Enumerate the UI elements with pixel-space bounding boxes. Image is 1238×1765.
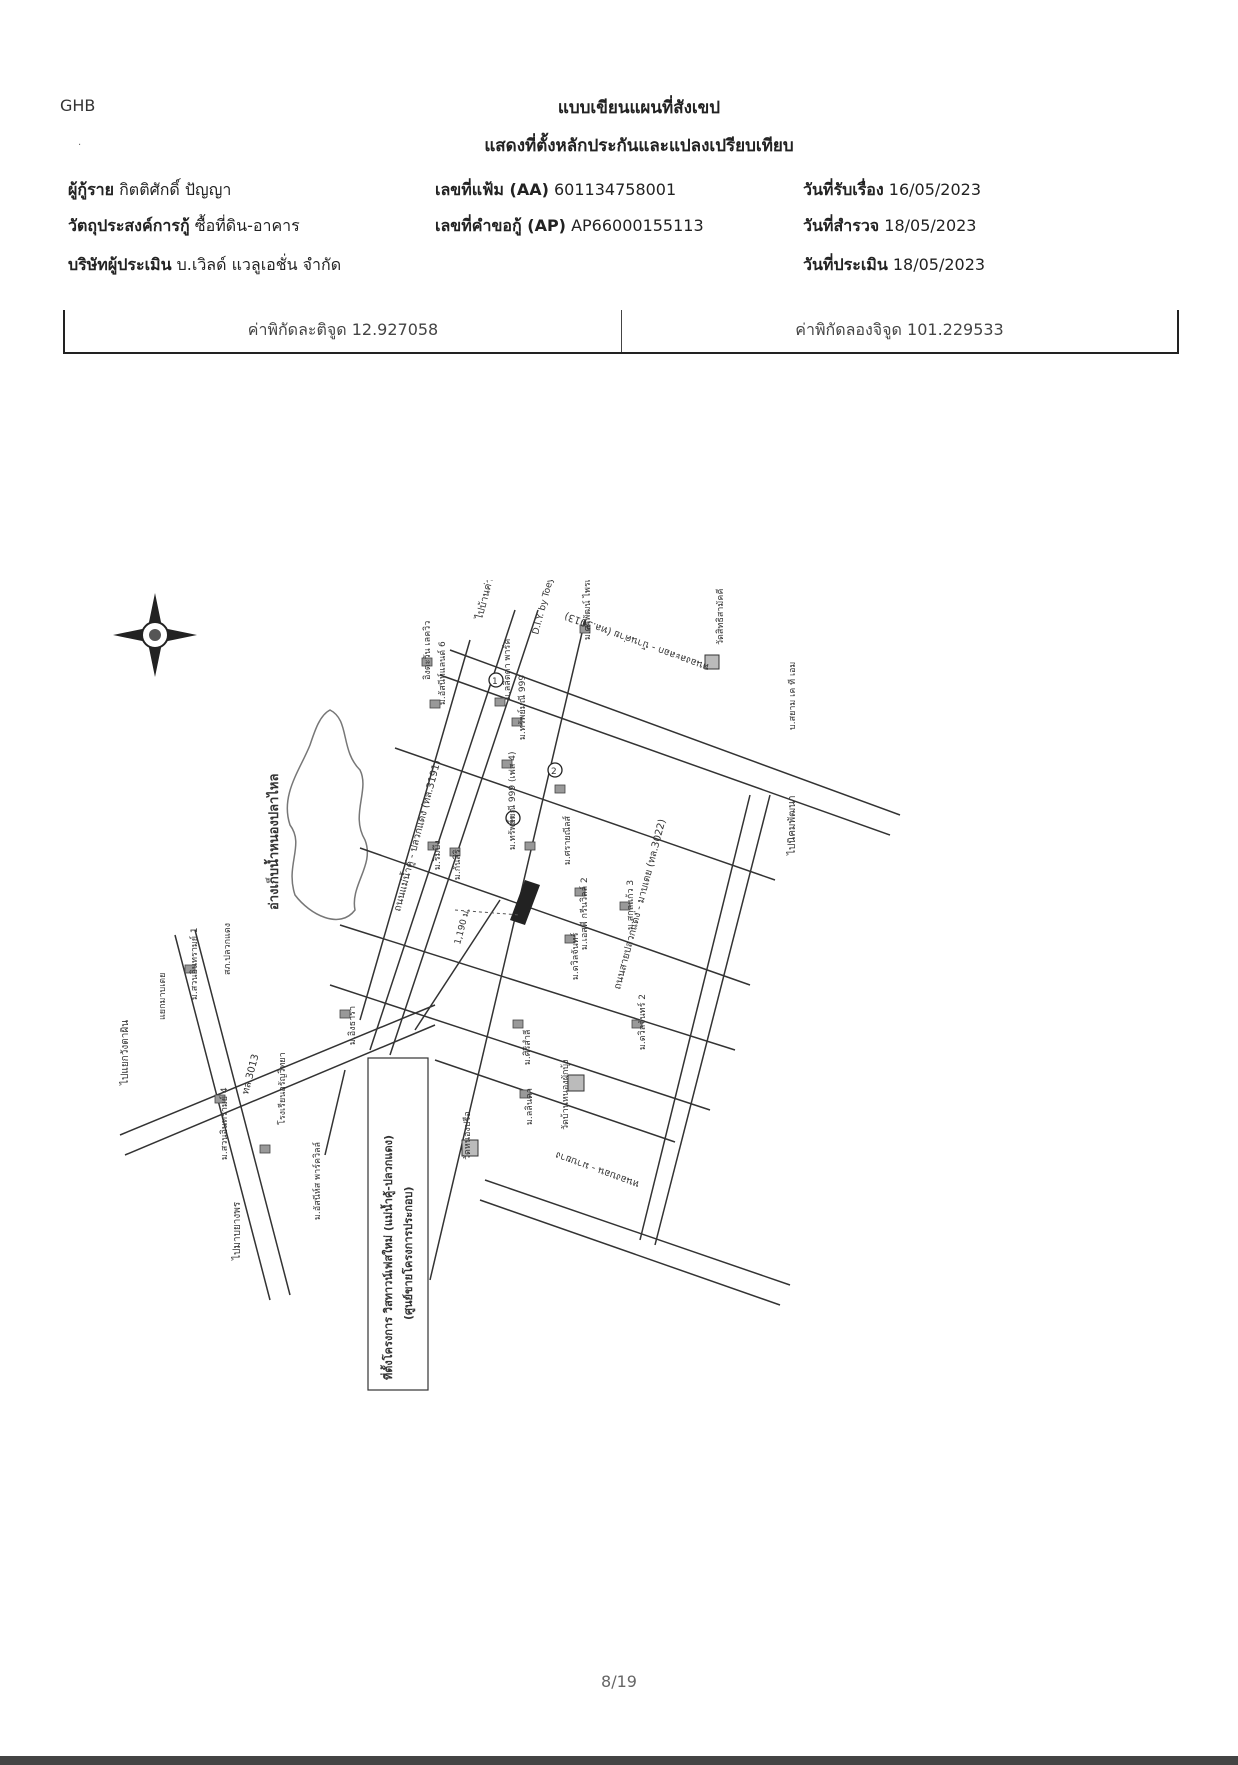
numbered-markers	[488, 672, 563, 826]
map-svg: อ่างเก็บน้ำหนองปลาไหล	[113, 566, 901, 1391]
sketch-map: อ่างเก็บน้ำหนองปลาไหล	[100, 566, 920, 1460]
wat-bottom-label: วัดหนองปรือ	[462, 1111, 473, 1160]
maptao-label: แยกมาบเตย	[158, 973, 168, 1020]
village-label: ม.สกุลแก้ว 3	[625, 880, 636, 930]
reservoir-shape	[286, 709, 369, 921]
coordinate-box: ค่าพิกัดละติจูด 12.927058 ค่าพิกัดลองจิจ…	[63, 310, 1179, 354]
village-label: อิงตะวัน เลควิว	[422, 621, 433, 680]
latitude: ค่าพิกัดละติจูด 12.927058	[247, 320, 439, 339]
village-label: ม.ลลิตตา พาร์ค	[501, 639, 513, 700]
scan-dot: ·	[78, 140, 82, 151]
purpose-value: ซื้อที่ดิน-อาคาร	[194, 216, 300, 235]
appraise-label: วันที่ประเมิน	[803, 255, 888, 274]
wat-top-label: วัดสิทธิสามัคคี	[715, 589, 726, 645]
reservoir-label: อ่างเก็บน้ำหนองปลาไหล	[263, 774, 282, 910]
to-wangchan-label: ไปแยกวังตาผิน	[119, 1020, 131, 1086]
village-label: ม.ดวิลจันทร์	[569, 932, 581, 980]
project-site-marker	[510, 880, 540, 925]
rt3013-label: ทล.3013	[240, 1053, 261, 1096]
page-number: 8/19	[601, 1672, 637, 1691]
village-label: ม.ลลินดา	[524, 1088, 535, 1125]
village-label: ม.อัสนีห์แลนด์ 6	[436, 641, 448, 705]
diy-label: D.I.Y. by Toey2z	[531, 580, 559, 636]
coordinate-divider	[621, 310, 622, 352]
app-row: เลขที่คำขอกู้ (AP) AP66000155113	[435, 214, 704, 239]
bottom-scan-edge	[0, 1756, 1238, 1765]
survey-label: วันที่สำรวจ	[803, 216, 880, 235]
project-caption-box	[367, 1057, 429, 1391]
village-label: ม.ทรัพย์มณี 999 (เฟส 4)	[506, 752, 518, 851]
borrower-label: ผู้กู้ราย	[68, 180, 115, 199]
village-label: ม.ศรีพัฒน์ ไพรเวซี่	[580, 580, 593, 640]
company-value: บ.เวิลด์ แวลูเอชั่น จำกัด	[176, 255, 342, 274]
road-3191-label: ถนนแม่น้ำคู้ - ปลวกแดง (ทล.3191)	[389, 758, 443, 913]
received-row: วันที่รับเรื่อง 16/05/2023	[803, 178, 981, 203]
project-caption-line1: ที่ตั้งโครงการ วิสทาวน์เฟสใหม่ (แม่น้ำคู…	[380, 1135, 396, 1380]
village-label: ม.ดวิลจันทร์ 2	[636, 994, 648, 1050]
hospital-label: สภ.ปลวกแดง	[223, 923, 233, 975]
file-label: เลขที่แฟ้ม (AA)	[435, 180, 549, 199]
village-label: ม.อัสนีห์ส พาร์ควิลล์	[311, 1142, 323, 1220]
page-subtitle: แสดงที่ตั้งหลักประกันและแปลงเปรียบเทียบ	[484, 136, 794, 156]
wat-center-label: วัดบ้านหนองผักบุ้ง	[560, 1059, 571, 1130]
project-caption-line2: (ศูนย์ขายโครงการประกอบ)	[401, 1187, 416, 1320]
company-label: บริษัทผู้ประเมิน	[68, 255, 172, 274]
borrower-value: กิตติศักดิ์ ปัญญา	[119, 180, 232, 199]
village-label: ม.อิงธารา	[347, 1006, 358, 1045]
marker-1-site: 1	[509, 815, 515, 825]
village-label: ม.เอสพี กรีนวิลล์ 2	[578, 877, 590, 950]
school-label: โรงเรียนอรัญวิทยา	[277, 1052, 288, 1125]
village-label: ม.กันสิริ	[452, 849, 463, 880]
village-label: ม.ศรายณีลส์	[561, 815, 573, 865]
road-bottom-label: หนองบอน - มาบยาง	[554, 1149, 641, 1190]
to-nikhom-label: ไปนิคมพัฒนา	[786, 795, 798, 856]
to-bankhai-label: ไปบ้านค่าย	[473, 580, 497, 622]
village-label: ม.ทรัพย์มณี 999	[516, 675, 528, 740]
temple-icons	[461, 654, 720, 1157]
page-title: แบบเขียนแผนที่สังเขป	[557, 98, 721, 118]
appraise-row: วันที่ประเมิน 18/05/2023	[803, 253, 985, 278]
app-label: เลขที่คำขอกู้ (AP)	[435, 216, 566, 235]
purpose-row: วัตถุประสงค์การกู้ ซื้อที่ดิน-อาคาร	[68, 214, 300, 239]
received-label: วันที่รับเรื่อง	[803, 180, 884, 199]
village-label: ม.สวนอินทรามย์ 4	[218, 1087, 230, 1160]
distance-label: 1,190 ม.	[453, 907, 472, 946]
company-row: บริษัทผู้ประเมิน บ.เวิลด์ แวลูเอชั่น จำก…	[68, 253, 341, 278]
app-value: AP66000155113	[571, 216, 704, 235]
marker-2: 2	[551, 767, 557, 777]
road-network	[119, 609, 901, 1306]
received-value: 16/05/2023	[888, 180, 982, 199]
survey-row: วันที่สำรวจ 18/05/2023	[803, 214, 976, 239]
file-value: 601134758001	[554, 180, 677, 199]
compass-icon	[113, 593, 197, 677]
village-markers	[184, 624, 643, 1154]
borrower-row: ผู้กู้ราย กิตติศักดิ์ ปัญญา	[68, 178, 231, 203]
village-label: ม.ศิริสำลี	[522, 1030, 533, 1065]
village-label: ม.สวนอินทรามย์ 1	[188, 927, 200, 1000]
org-code: GHB	[60, 96, 96, 115]
purpose-label: วัตถุประสงค์การกู้	[68, 216, 190, 235]
survey-value: 18/05/2023	[884, 216, 977, 235]
marker-1-top: 1	[492, 677, 498, 687]
longitude: ค่าพิกัดลองจิจูด 101.229533	[795, 320, 1004, 339]
village-label: ม.ริมบึง	[432, 840, 443, 870]
to-maptaphut-label: ไปมาบยางพร	[231, 1201, 243, 1261]
appraise-value: 18/05/2023	[892, 255, 986, 274]
file-row: เลขที่แฟ้ม (AA) 601134758001	[435, 178, 676, 203]
bsiam-label: บ.สยาม เค ที เอม	[787, 662, 798, 730]
